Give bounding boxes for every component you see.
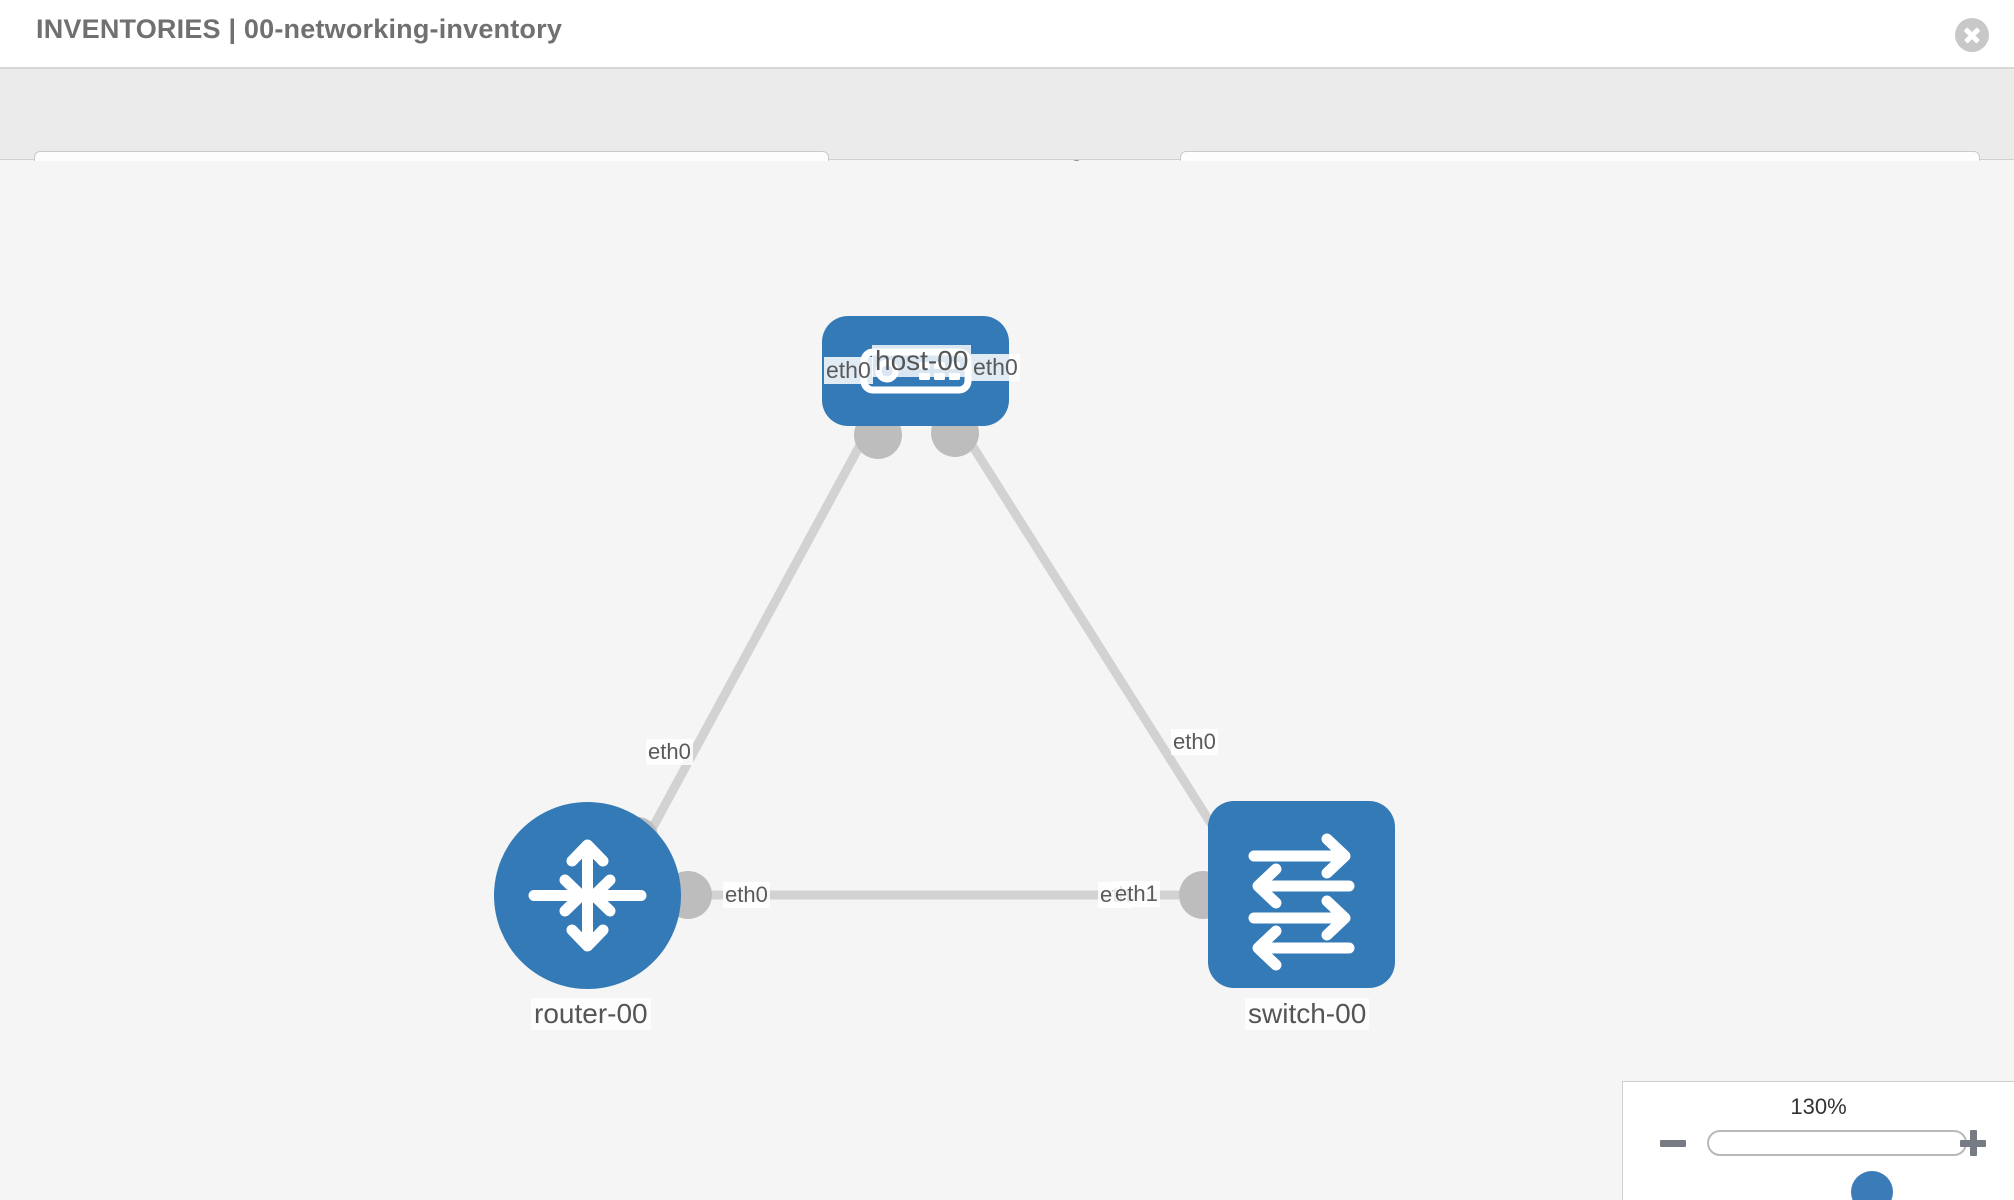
toolbar: ACTIONS SEARCH [0, 69, 2014, 204]
interface-label-router-to-switch: eth0 [723, 882, 770, 908]
bidirectional-arrows-icon [1248, 833, 1355, 971]
zoom-slider[interactable] [1707, 1130, 1967, 1200]
interface-label-switch-uplink: eth0 [1171, 729, 1218, 755]
page-title: INVENTORIES | 00-networking-inventory [36, 14, 563, 44]
page-header: INVENTORIES | 00-networking-inventory [0, 0, 2014, 69]
zoom-level-label: 130% [1790, 1094, 1847, 1119]
node-label-host-00: host-00 [872, 345, 972, 377]
edge-host-router [635, 418, 877, 856]
interface-label-host-left: eth0 [824, 357, 873, 384]
zoom-slider-thumb[interactable] [1851, 1171, 1893, 1200]
zoom-in-button[interactable] [1958, 1128, 1988, 1158]
close-icon[interactable] [1955, 18, 1989, 52]
node-router-00[interactable] [494, 802, 681, 989]
node-label-router-00: router-00 [531, 998, 651, 1030]
interface-label-switch-to-router-b: eth1 [1113, 881, 1160, 907]
edge-host-switch [953, 418, 1227, 846]
four-arrows-inward-icon [528, 839, 647, 952]
interface-label-host-right: eth0 [971, 354, 1020, 381]
node-switch-00[interactable] [1208, 801, 1395, 988]
connector-nubs [618, 409, 1256, 919]
interface-label-router-uplink: eth0 [646, 739, 693, 765]
node-label-switch-00: switch-00 [1245, 998, 1370, 1030]
topology-canvas[interactable]: host-00 router-00 switch-00 eth0 eth0 et… [0, 161, 2014, 1200]
zoom-out-button[interactable] [1658, 1128, 1688, 1158]
zoom-control-panel: 130% [1622, 1081, 2014, 1200]
